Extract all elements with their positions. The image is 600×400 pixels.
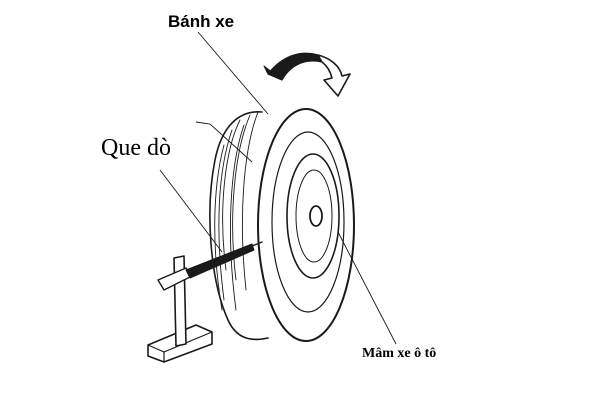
label-wheel: Bánh xe — [168, 12, 235, 31]
probe-tip — [251, 241, 263, 247]
rotation-arrow-head — [317, 54, 351, 97]
leader-probe — [159, 169, 223, 253]
leader-wheel — [197, 31, 269, 115]
rotation-arrow-tail — [263, 65, 283, 81]
label-rim: Mâm xe ô tô — [362, 346, 437, 361]
leader-lines — [159, 31, 397, 345]
hub — [309, 205, 323, 227]
probe — [147, 241, 263, 363]
probe-arm — [185, 243, 255, 279]
leader-tread — [195, 121, 253, 163]
rim-inner — [295, 169, 333, 263]
tire-tread-back — [209, 111, 269, 341]
wheel — [209, 108, 355, 342]
tire-sidewall — [257, 108, 355, 342]
tire-inner-ring — [271, 131, 345, 313]
rim — [286, 153, 340, 279]
tire-tread-lines — [214, 111, 259, 311]
label-probe: Que dò — [101, 135, 171, 161]
rotation-arrow-icon — [263, 52, 351, 97]
leader-rim — [337, 231, 397, 345]
